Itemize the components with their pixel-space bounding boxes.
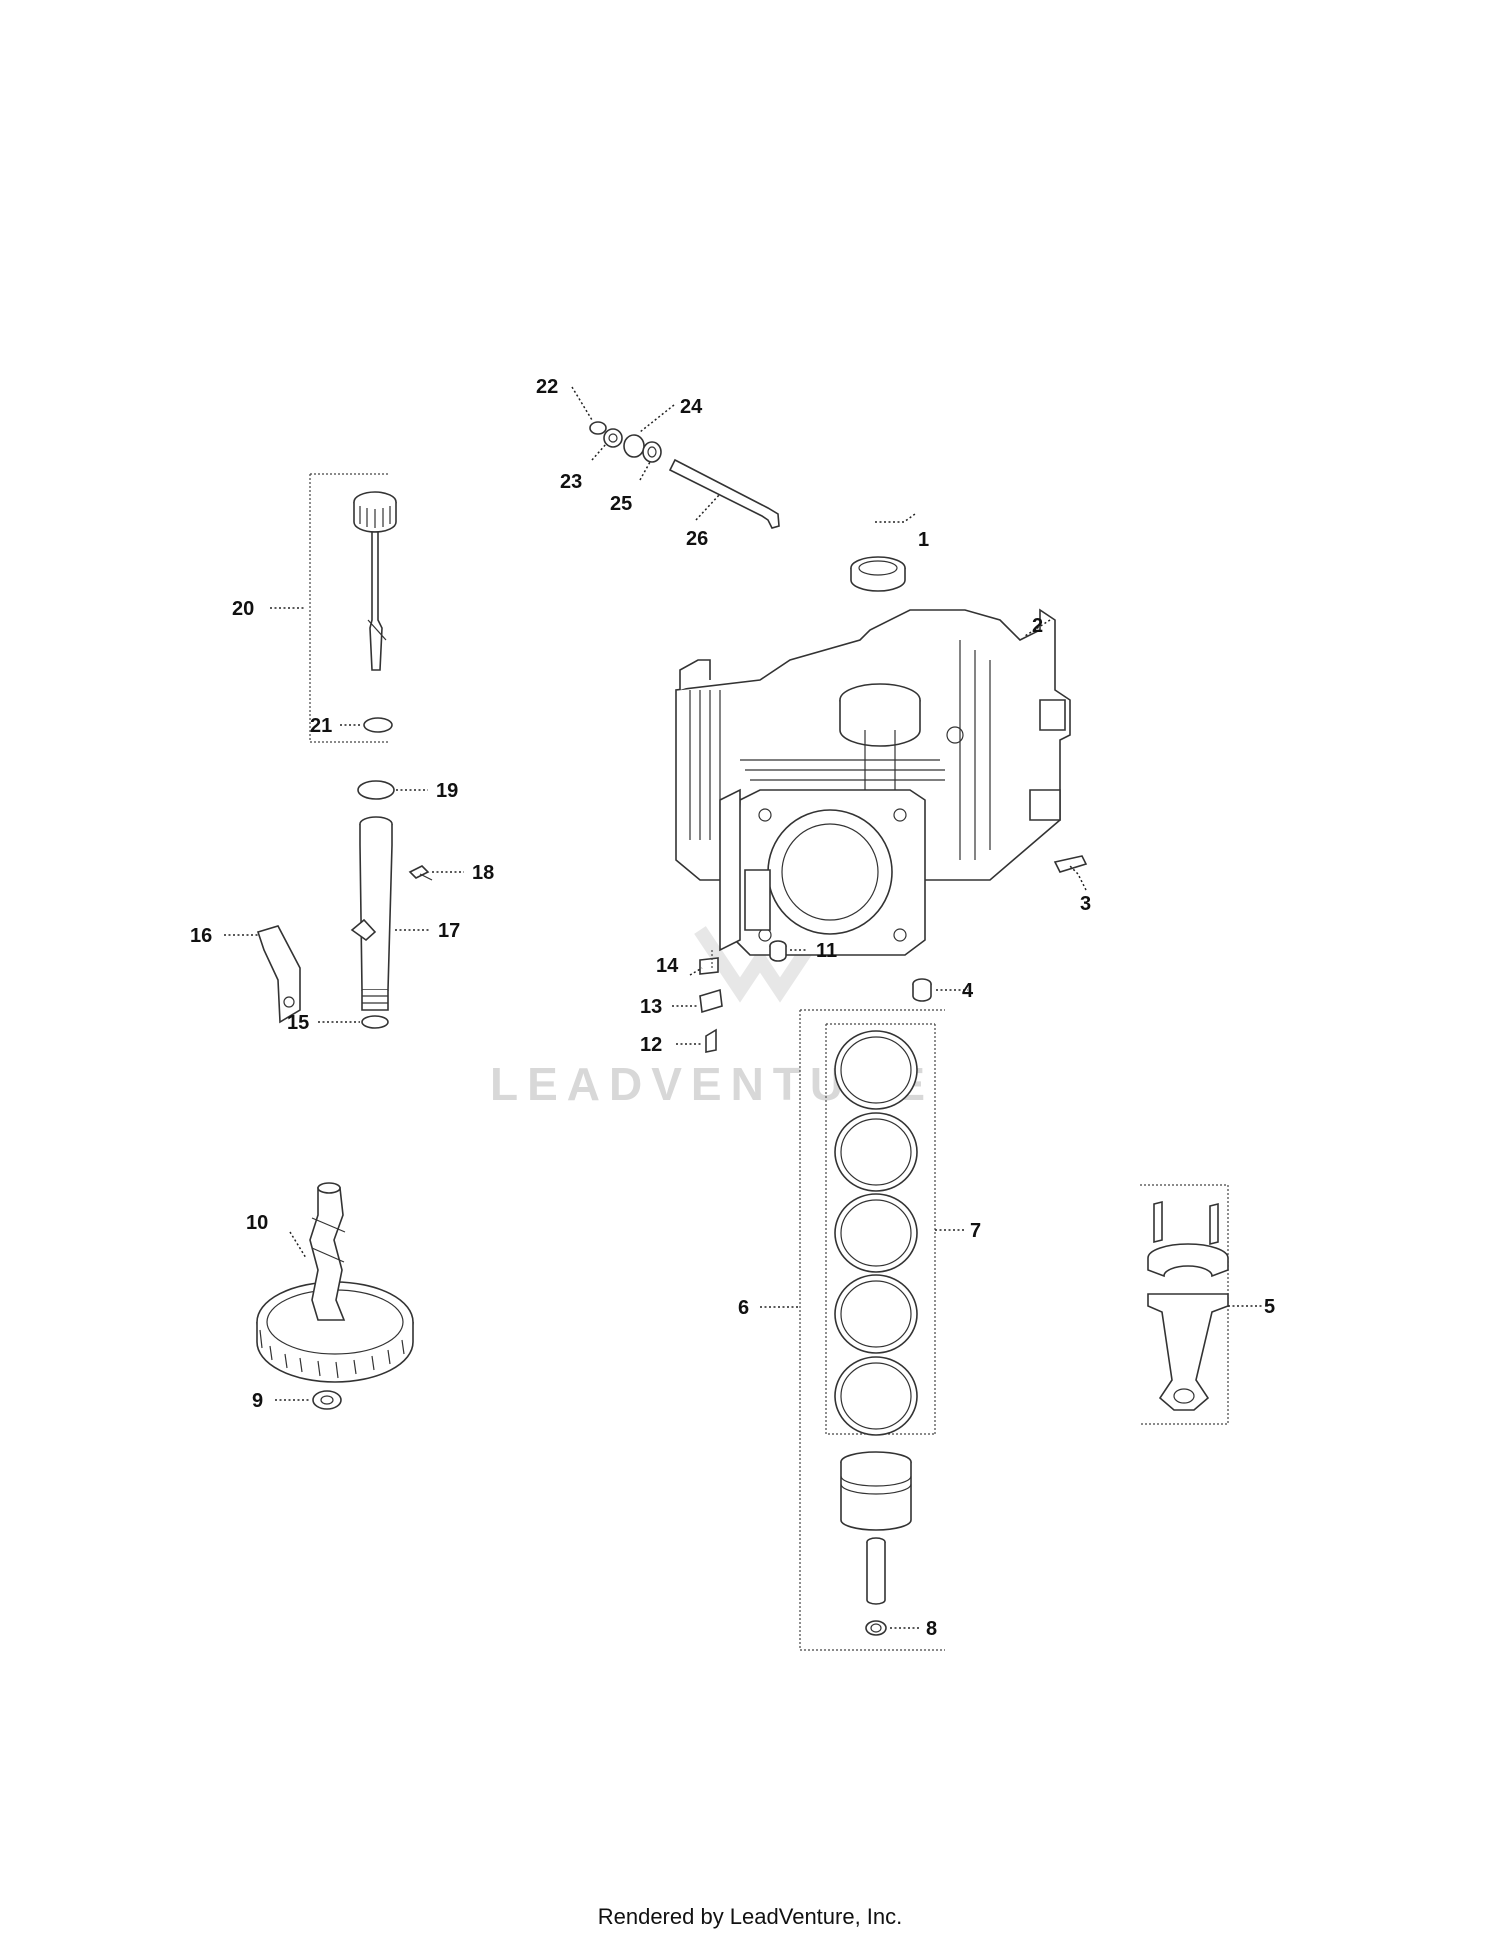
callout-4[interactable]: 4	[962, 980, 974, 1002]
callout-3[interactable]: 3	[1080, 893, 1091, 915]
callout-11[interactable]: 11	[816, 940, 837, 962]
part-13-bracket[interactable]	[699, 988, 723, 1014]
callout-19[interactable]: 19	[436, 780, 458, 802]
callout-9[interactable]: 9	[252, 1390, 263, 1412]
callout-23[interactable]: 23	[560, 471, 582, 493]
callout-24[interactable]: 24	[680, 396, 703, 418]
part-23-bushing[interactable]	[603, 428, 623, 448]
callout-12[interactable]: 12	[640, 1034, 662, 1056]
footer-credit: Rendered by LeadVenture, Inc.	[597, 1904, 903, 1929]
callout-25[interactable]: 25	[610, 493, 632, 515]
callout-8[interactable]: 8	[926, 1618, 937, 1640]
callout-17[interactable]: 17	[438, 920, 460, 942]
callout-10[interactable]: 10	[246, 1212, 268, 1234]
callout-21[interactable]: 21	[310, 715, 332, 737]
part-15-o-ring[interactable]	[361, 1015, 389, 1029]
part-11-plug[interactable]	[769, 940, 787, 962]
watermark-logo	[694, 926, 826, 1003]
part-3-dowel-pin[interactable]	[1053, 855, 1088, 873]
group-box-7	[825, 1023, 936, 1435]
part-19-o-ring[interactable]	[357, 780, 395, 800]
part-12-screw[interactable]	[705, 1028, 717, 1053]
callout-14[interactable]: 14	[656, 955, 679, 977]
callout-6[interactable]: 6	[738, 1297, 749, 1319]
group-box-5	[1140, 1184, 1229, 1425]
part-22-washer[interactable]	[589, 421, 607, 435]
part-10-camshaft[interactable]	[256, 1182, 414, 1383]
callout-26[interactable]: 26	[686, 528, 708, 550]
part-16-bracket[interactable]	[256, 925, 301, 1024]
callout-2[interactable]: 2	[1032, 615, 1043, 637]
callout-5[interactable]: 5	[1264, 1296, 1275, 1318]
part-18-screw[interactable]	[408, 865, 433, 881]
callout-16[interactable]: 16	[190, 925, 212, 947]
callout-labels: 1 2 3 4 5 6 7 8 9 10 11 12 13 14 15 16 1…	[190, 376, 1275, 1640]
callout-13[interactable]: 13	[640, 996, 662, 1018]
callout-22[interactable]: 22	[536, 376, 558, 398]
part-17-dipstick-tube[interactable]	[350, 816, 393, 1011]
part-2-crankcase[interactable]	[675, 608, 1071, 956]
part-5-connecting-rod[interactable]	[1147, 1200, 1229, 1411]
part-24-seal[interactable]	[623, 434, 645, 458]
part-7-piston-rings[interactable]	[834, 1030, 918, 1436]
callout-18[interactable]: 18	[472, 862, 494, 884]
callout-15[interactable]: 15	[287, 1012, 309, 1034]
part-25-washer[interactable]	[642, 441, 662, 463]
leader-lines	[224, 386, 1264, 1629]
part-4-plug[interactable]	[912, 978, 932, 1002]
callout-1[interactable]: 1	[918, 529, 929, 551]
part-6-piston[interactable]	[840, 1451, 912, 1605]
callout-20[interactable]: 20	[232, 598, 254, 620]
part-9-washer[interactable]	[312, 1390, 342, 1410]
part-20-dipstick[interactable]	[353, 491, 397, 671]
callout-7[interactable]: 7	[970, 1220, 981, 1242]
part-21-o-ring[interactable]	[363, 717, 393, 733]
part-8-retaining-ring[interactable]	[865, 1620, 887, 1636]
group-box-6	[799, 1009, 945, 1651]
part-14-clip[interactable]	[699, 957, 719, 975]
part-26-shaft[interactable]	[668, 458, 780, 529]
part-1-oil-seal[interactable]	[850, 556, 906, 592]
group-box-20	[309, 473, 390, 743]
